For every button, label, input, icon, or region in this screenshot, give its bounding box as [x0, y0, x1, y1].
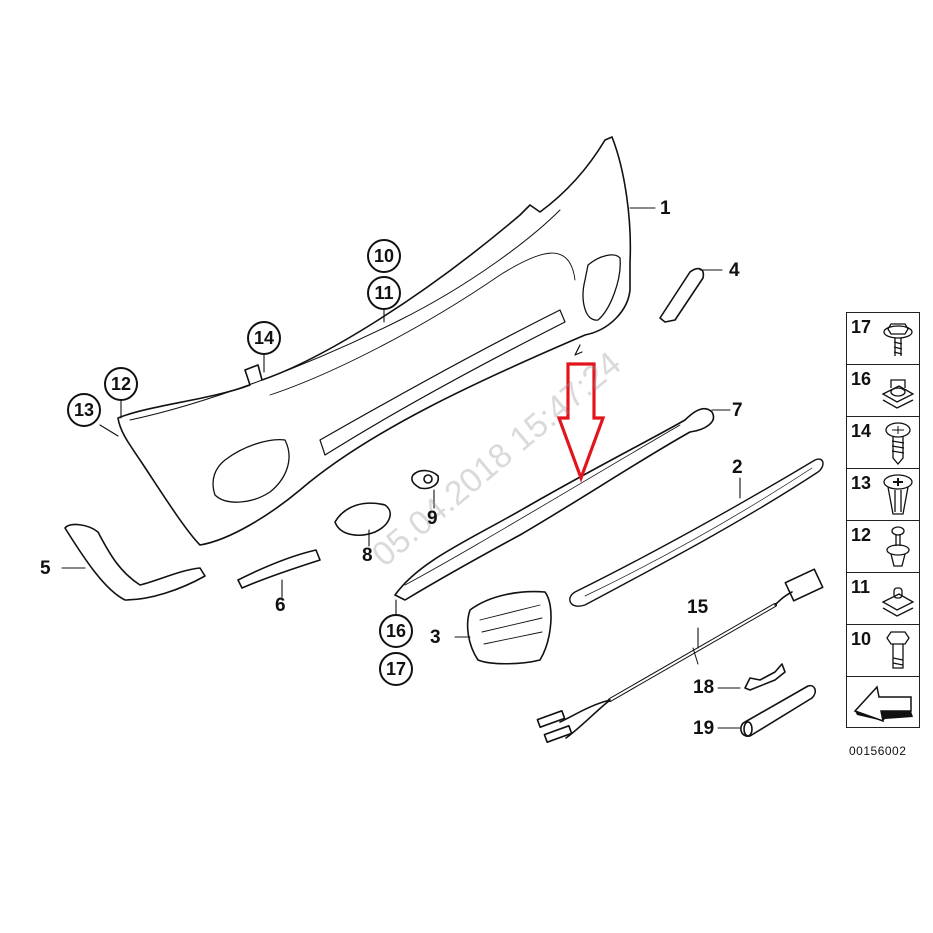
pan-head-screw-icon: [885, 422, 911, 466]
callout-1[interactable]: 1: [660, 198, 671, 219]
clip-nut-icon: [881, 587, 915, 617]
terminal-part-18: [744, 663, 786, 691]
callout-7[interactable]: 7: [732, 400, 743, 421]
fastener-legend: 17 16 14 13 12 11 10: [846, 312, 920, 728]
legend-item-13[interactable]: 13: [846, 468, 920, 520]
legend-item-17[interactable]: 17: [846, 312, 920, 364]
circled-callout-16[interactable]: 16: [379, 614, 413, 648]
circled-callout-10[interactable]: 10: [367, 239, 401, 273]
expanding-rivet-icon: [883, 474, 913, 515]
highlight-arrow: [556, 362, 606, 483]
push-rivet-icon: [886, 526, 910, 567]
corner-trim-part-5: [64, 523, 206, 601]
callout-6[interactable]: 6: [275, 595, 286, 616]
callout-15[interactable]: 15: [687, 597, 709, 618]
trim-part-4: [659, 267, 705, 323]
legend-item-12[interactable]: 12: [846, 520, 920, 572]
bumper-cover-part-1: [117, 136, 632, 546]
leader-lines: [61, 207, 741, 729]
callout-19[interactable]: 19: [693, 718, 715, 739]
callout-3[interactable]: 3: [430, 627, 441, 648]
callout-4[interactable]: 4: [729, 260, 740, 281]
spring-nut-clip-icon: [881, 379, 915, 409]
legend-item-10[interactable]: 10: [846, 624, 920, 676]
wiring-harness-part-15: [536, 568, 824, 744]
diagram-id-label: 00156002: [849, 744, 907, 758]
hex-bolt-icon: [886, 631, 910, 669]
sleeve-part-19: [740, 684, 817, 737]
callout-2[interactable]: 2: [732, 457, 743, 478]
trim-part-6: [237, 549, 321, 589]
circled-callout-17[interactable]: 17: [379, 652, 413, 686]
grille-strip-part-2: [569, 458, 824, 607]
diffuser-strip-part-7: [394, 408, 715, 601]
circled-callout-12[interactable]: 12: [104, 367, 138, 401]
callout-5[interactable]: 5: [40, 558, 51, 579]
circled-callout-13[interactable]: 13: [67, 393, 101, 427]
callout-9[interactable]: 9: [427, 508, 438, 529]
legend-item-direction[interactable]: [846, 676, 920, 728]
circled-callout-14[interactable]: 14: [247, 321, 281, 355]
vent-grille-part-3: [466, 590, 552, 665]
legend-item-14[interactable]: 14: [846, 416, 920, 468]
side-marker-part-8: [334, 502, 391, 536]
sensor-holder-part-9: [411, 469, 440, 490]
callout-18[interactable]: 18: [693, 677, 715, 698]
direction-arrow-icon: [853, 685, 913, 723]
legend-item-11[interactable]: 11: [846, 572, 920, 624]
flange-hex-bolt-icon: [883, 323, 913, 356]
callout-8[interactable]: 8: [362, 545, 373, 566]
legend-item-16[interactable]: 16: [846, 364, 920, 416]
circled-callout-11[interactable]: 11: [367, 276, 401, 310]
